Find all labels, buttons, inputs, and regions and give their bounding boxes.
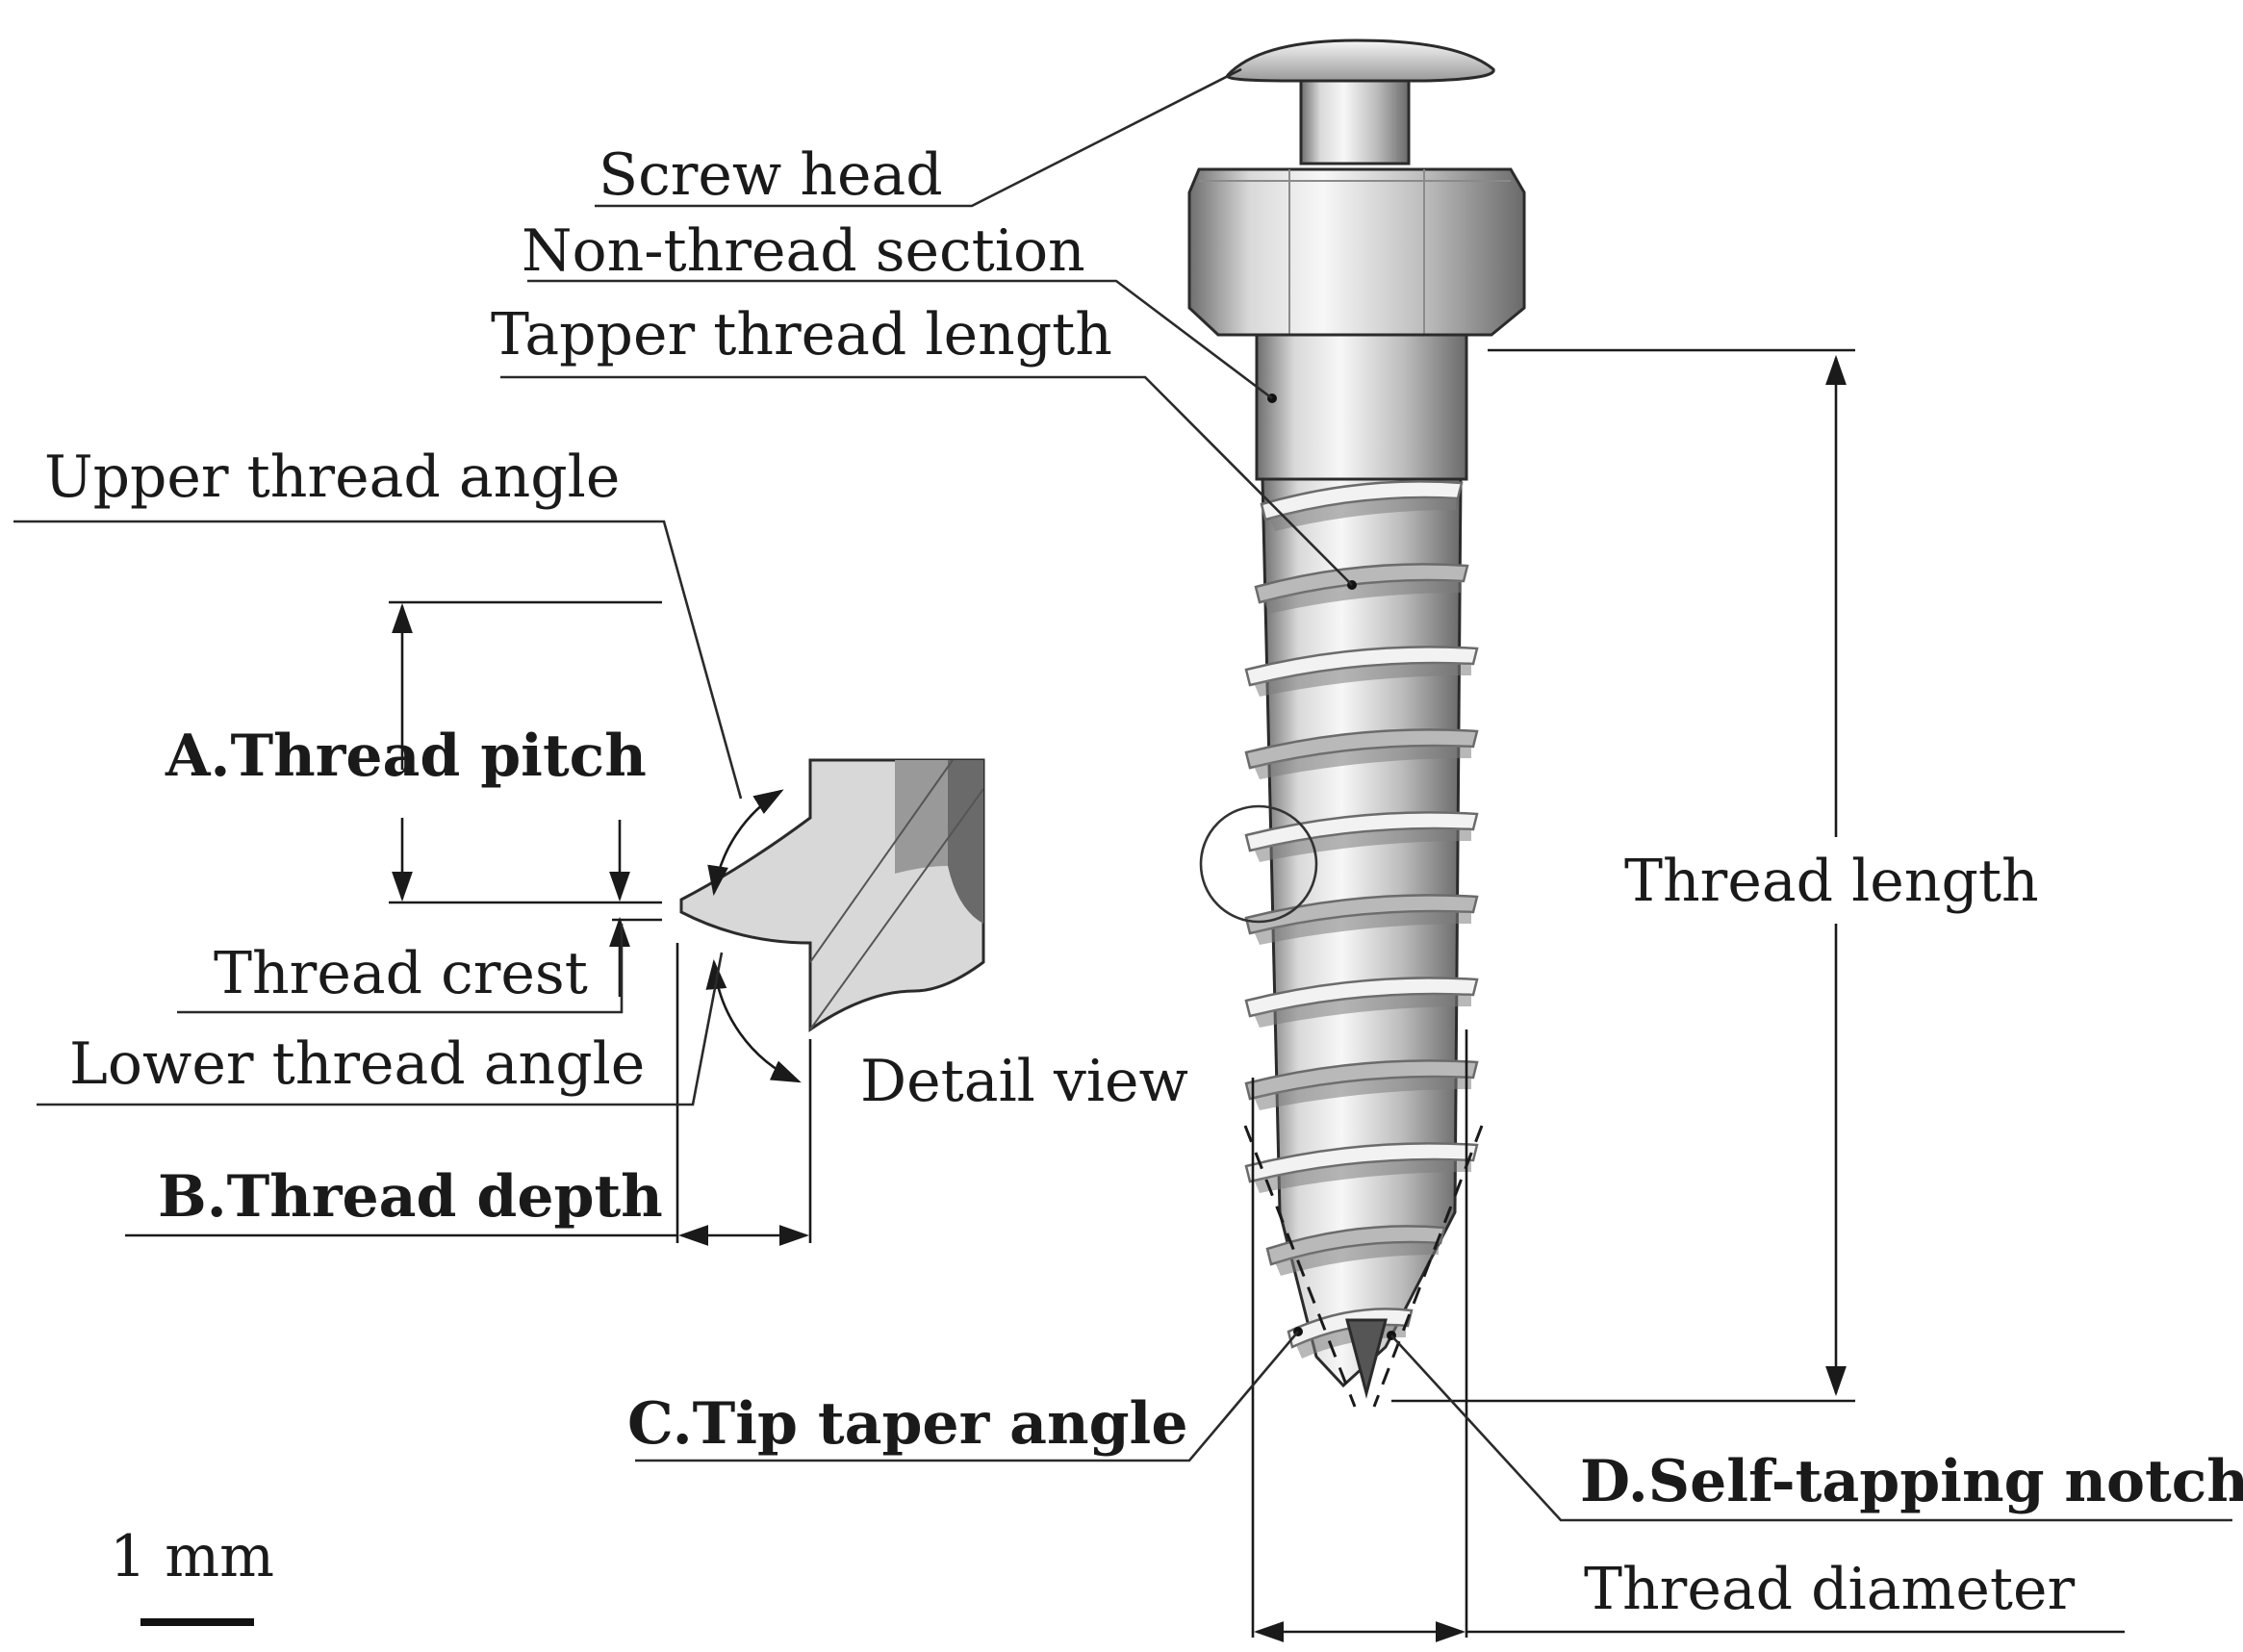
detail-view-graphic — [679, 758, 985, 1083]
thread-ridge-shadow — [1263, 580, 1462, 614]
label-detail-view: Detail view — [860, 1048, 1188, 1115]
label-screw-head: Screw head — [599, 141, 943, 209]
self-tapping-notch-shape — [1345, 1318, 1388, 1399]
thread-ridge — [1265, 1225, 1446, 1266]
screw-body — [1187, 38, 1526, 1408]
label-tip-taper-angle: C.Tip taper angle — [627, 1390, 1188, 1458]
thread-ridge-shadow — [1254, 663, 1471, 697]
screw-neck — [1299, 79, 1411, 165]
thread-ridge-shadow — [1254, 1077, 1471, 1110]
hex-collar — [1187, 167, 1526, 337]
label-thread-crest: Thread crest — [214, 940, 588, 1007]
leader-lines — [13, 67, 2232, 1522]
detail-circle — [1199, 804, 1318, 924]
label-thread-diameter: Thread diameter — [1584, 1556, 2075, 1623]
label-non-thread-section: Non-thread section — [522, 217, 1085, 285]
non-thread-shank — [1255, 333, 1468, 481]
thread-ridge-shadow — [1275, 1242, 1439, 1276]
thread-ridge-shadow — [1269, 497, 1456, 531]
dimension-lines — [125, 348, 2125, 1642]
label-thread-pitch: A.Thread pitch — [165, 723, 647, 790]
labels: Screw head Non-thread section Tapper thr… — [44, 141, 2243, 1623]
thread-ridge — [1260, 480, 1464, 521]
thread-ridge — [1254, 563, 1469, 604]
label-tapper-thread-length: Tapper thread length — [491, 301, 1112, 369]
thread-ridge-shadow — [1254, 746, 1471, 779]
label-thread-length: Thread length — [1624, 848, 2039, 915]
thread-ridges — [1244, 480, 1479, 1359]
thread-ridge-shadow — [1254, 828, 1471, 862]
thread-ridge-shadow — [1254, 994, 1471, 1028]
label-thread-depth: B.Thread depth — [158, 1163, 663, 1231]
screw-head-dome — [1226, 38, 1495, 83]
label-upper-thread-angle: Upper thread angle — [44, 444, 620, 511]
thread-ridge-shadow — [1254, 1159, 1471, 1193]
label-self-tapping-notch: D.Self-tapping notch — [1580, 1448, 2243, 1515]
label-lower-thread-angle: Lower thread angle — [69, 1030, 645, 1098]
thread-ridge-shadow — [1254, 911, 1471, 945]
label-scale-bar: 1 mm — [110, 1523, 274, 1590]
